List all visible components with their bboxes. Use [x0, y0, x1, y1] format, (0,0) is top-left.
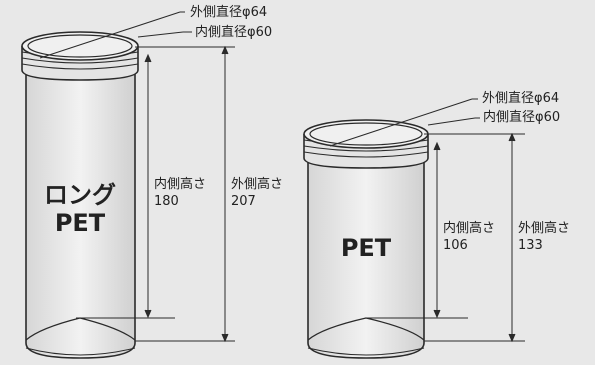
long-pet-inner-height-value: 180 [154, 194, 179, 209]
pet-container [303, 119, 429, 359]
pet-diameter-leaders [329, 98, 480, 147]
long-pet-inner-height-label: 内側高さ [154, 176, 206, 192]
pet-inner-diameter: 内側直径φ60 [483, 109, 560, 125]
pet-height-lines [366, 132, 525, 343]
long-pet-title-line1: ロング [44, 181, 116, 209]
long-pet-title-line2: PET [55, 209, 106, 237]
long-pet-outer-height-label: 外側高さ [231, 176, 283, 192]
long-pet-height-lines [76, 45, 235, 343]
pet-title: PET [341, 234, 392, 262]
long-pet-lid-top [21, 31, 139, 61]
long-pet-outer-diameter: 外側直径φ64 [190, 5, 267, 20]
pet-outer-height-label: 外側高さ [518, 220, 570, 236]
long-pet-outer-height-value: 207 [231, 194, 256, 209]
pet-inner-height-label: 内側高さ [443, 220, 495, 236]
pet-outer-height-value: 133 [518, 238, 543, 253]
long-pet-diameter-leaders [39, 11, 192, 59]
pet-inner-height-value: 106 [443, 238, 468, 253]
long-pet-inner-diameter: 内側直径φ60 [195, 24, 272, 40]
pet-outer-diameter: 外側直径φ64 [482, 91, 559, 106]
